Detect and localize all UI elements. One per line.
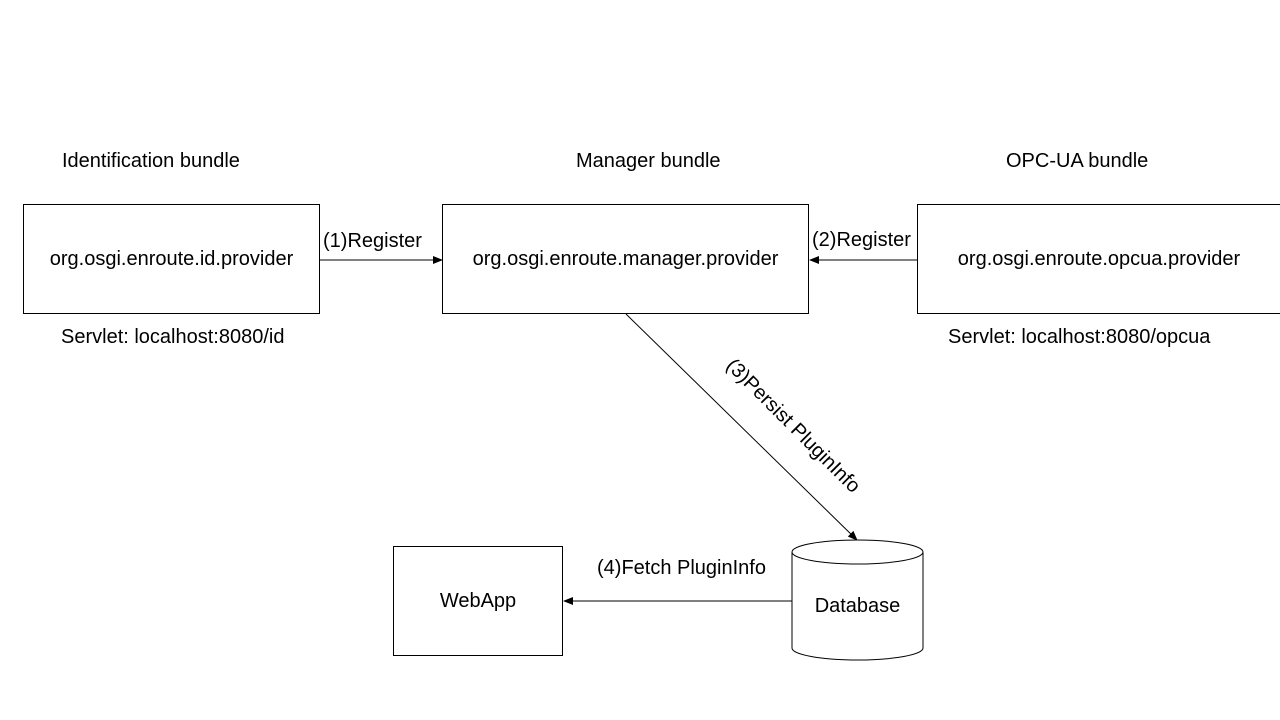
opcua-provider-box: org.osgi.enroute.opcua.provider	[917, 204, 1280, 314]
opcua-provider-label: org.osgi.enroute.opcua.provider	[957, 247, 1241, 270]
webapp-label: WebApp	[439, 589, 517, 612]
fetch-label: (4)Fetch PluginInfo	[597, 557, 766, 579]
manager-provider-label: org.osgi.enroute.manager.provider	[472, 247, 779, 270]
webapp-box: WebApp	[393, 546, 563, 656]
manager-bundle-heading: Manager bundle	[576, 150, 721, 172]
id-provider-label: org.osgi.enroute.id.provider	[49, 247, 294, 270]
register-1-label: (1)Register	[323, 230, 422, 252]
arrow-persist	[625, 313, 858, 541]
opcua-servlet-label: Servlet: localhost:8080/opcua	[948, 326, 1211, 348]
database-label: Database	[814, 595, 901, 617]
database-cylinder	[791, 539, 924, 661]
id-provider-box: org.osgi.enroute.id.provider	[23, 204, 320, 314]
opcua-bundle-heading: OPC-UA bundle	[1006, 150, 1149, 172]
id-servlet-label: Servlet: localhost:8080/id	[61, 326, 285, 348]
identification-bundle-heading: Identification bundle	[62, 150, 240, 172]
register-2-label: (2)Register	[812, 229, 911, 251]
manager-provider-box: org.osgi.enroute.manager.provider	[442, 204, 809, 314]
